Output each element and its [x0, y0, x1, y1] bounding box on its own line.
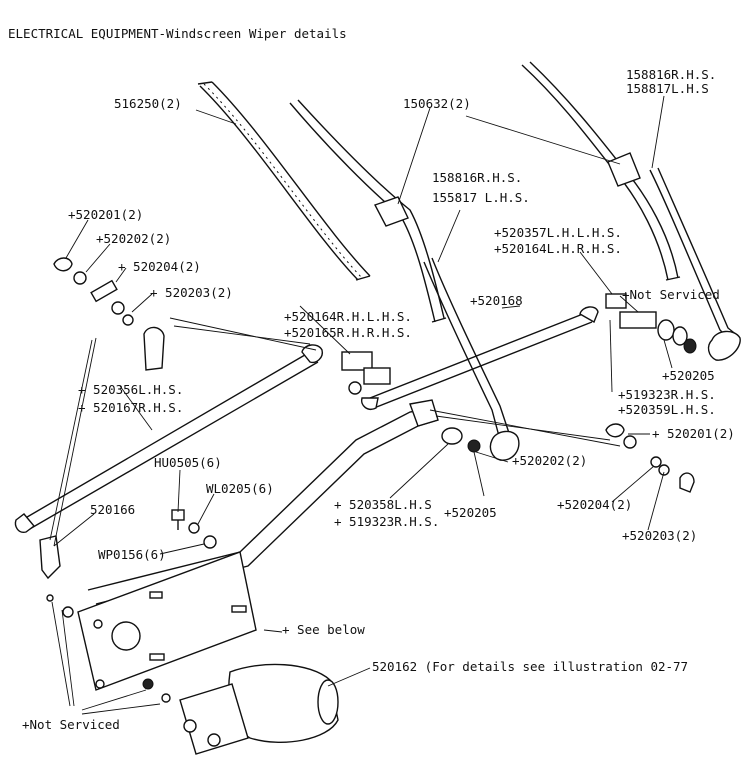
wheelbox-520357-lh: [605, 293, 697, 354]
label-see-below: + See below: [282, 622, 365, 637]
label-155817-lhs-mid: 155817 L.H.S.: [432, 190, 530, 205]
label-519323-rhs: +519323R.H.S.: [618, 387, 716, 402]
bracket-520166: [39, 535, 61, 580]
link-rod-520356: [14, 344, 324, 534]
fastener-hu0505: [171, 509, 217, 549]
label-519323-rhs-lower: + 519323R.H.S.: [334, 514, 440, 529]
label-not-serviced-right: +Not Serviced: [622, 287, 720, 302]
label-520202-right: +520202(2): [512, 453, 588, 468]
leader-lines: [49, 95, 673, 715]
label-158817-lhs-top: 158817L.H.S: [626, 81, 709, 96]
label-520358-lhs: + 520358L.H.S: [334, 497, 432, 512]
grommet-left: [143, 326, 165, 371]
link-rod-520168: [361, 306, 599, 410]
label-520164-rhl: +520164R.H.L.H.S.: [284, 309, 412, 324]
fastener-left-stack: [53, 257, 134, 326]
spacer-520358: [441, 427, 481, 453]
label-wp0156: WP0156(6): [98, 547, 166, 562]
label-520204-left: + 520204(2): [118, 259, 201, 274]
label-520356-lhs: + 520356L.H.S.: [78, 382, 184, 397]
mounting-plate: [77, 551, 257, 691]
label-not-serviced-left: +Not Serviced: [22, 717, 120, 732]
wiper-arm-158816-right: [649, 167, 741, 361]
wiper-arm-158816-middle: [423, 257, 520, 461]
motor-520162: [179, 663, 339, 755]
label-520167-rhs: + 520167R.H.S.: [78, 400, 184, 415]
small-screw-left: [46, 594, 171, 703]
label-520166: 520166: [90, 502, 136, 517]
label-516250: 516250(2): [114, 96, 182, 111]
label-520201-left: +520201(2): [68, 207, 144, 222]
label-520203-right: +520203(2): [622, 528, 698, 543]
label-520359-lhs: +520359L.H.S.: [618, 402, 716, 417]
label-520202-left: +520202(2): [96, 231, 172, 246]
wheelbox-520164-rh: [341, 351, 391, 395]
label-150632: 150632(2): [403, 96, 471, 111]
label-520165-rhr: +520165R.H.R.H.S.: [284, 325, 412, 340]
label-520357: +520357L.H.L.H.S.: [494, 225, 622, 240]
wiper-blade-516250: [197, 81, 371, 281]
page-title: ELECTRICAL EQUIPMENT-Windscreen Wiper de…: [8, 26, 347, 41]
label-520164-lhr: +520164L.H.R.H.S.: [494, 241, 622, 256]
wiper-blade-150632-left: [289, 99, 447, 323]
label-158816-rhs-mid: 158816R.H.S.: [432, 170, 523, 185]
label-520205-lower: +520205: [444, 505, 497, 520]
label-hu0505: HU0505(6): [154, 455, 222, 470]
label-520162: 520162 (For details see illustration 02-…: [372, 659, 689, 674]
label-158816-rhs-top: 158816R.H.S.: [626, 67, 717, 82]
label-520204-right: +520204(2): [557, 497, 633, 512]
fastener-right-stack: [605, 423, 695, 493]
wiper-blade-150632-right: [521, 61, 681, 281]
label-520168: +520168: [470, 293, 523, 308]
label-520205-right: +520205: [662, 368, 715, 383]
label-520203-left: + 520203(2): [150, 285, 233, 300]
label-520201-right: + 520201(2): [652, 426, 735, 441]
label-wl0205: WL0205(6): [206, 481, 274, 496]
